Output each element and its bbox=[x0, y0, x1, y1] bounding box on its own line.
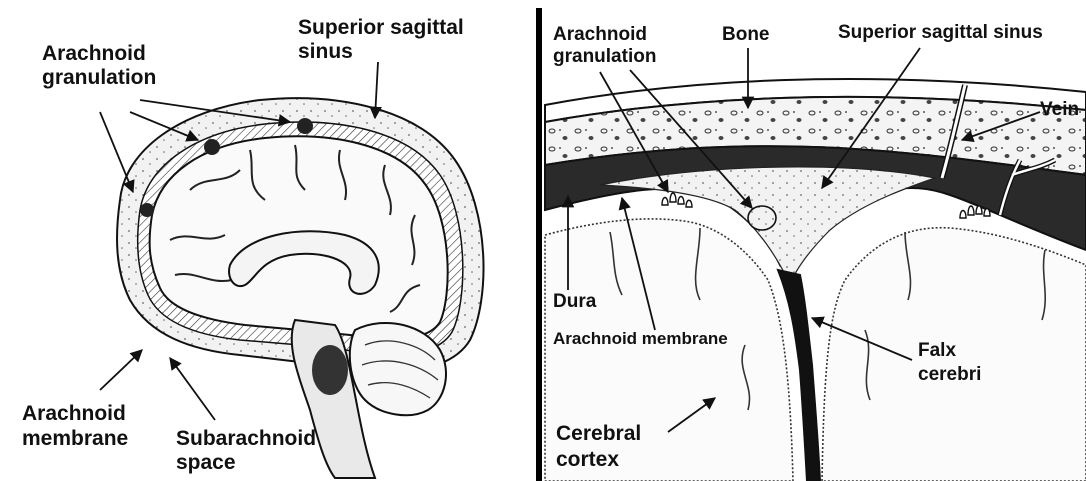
panel-divider bbox=[536, 8, 542, 481]
label-bone: Bone bbox=[722, 24, 770, 45]
label-dura: Dura bbox=[553, 291, 597, 312]
pons bbox=[312, 345, 348, 395]
label-arachnoid-membrane-right: Arachnoid membrane bbox=[553, 329, 728, 348]
label-arachnoid-granulation-left: Arachnoid granulation bbox=[42, 42, 156, 89]
granulation-bulb bbox=[748, 206, 776, 230]
label-arachnoid-granulation-right: Arachnoid granulation bbox=[553, 24, 656, 67]
label-superior-sagittal-sinus-right: Superior sagittal sinus bbox=[838, 22, 1043, 43]
label-vein: Vein bbox=[1040, 99, 1079, 120]
